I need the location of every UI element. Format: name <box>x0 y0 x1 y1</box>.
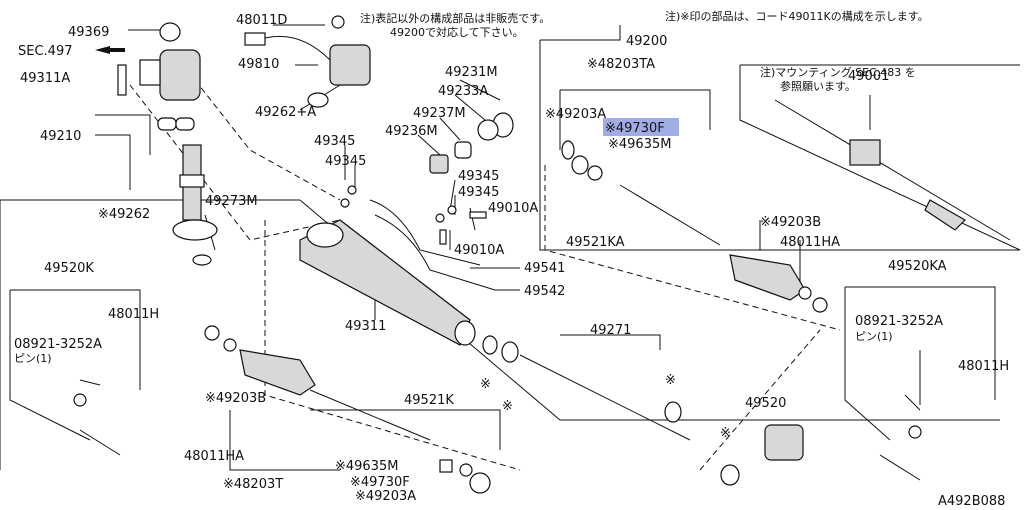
label-48011H-left: 48011H <box>108 307 159 322</box>
label-49273M: 49273M <box>205 194 258 209</box>
label-49730F-top: ※49730F <box>605 121 665 136</box>
note-top-center-2: 49200で対応して下さい。 <box>390 25 524 39</box>
frame-lines <box>0 24 1021 471</box>
label-48011HA-right: 48011HA <box>780 235 840 250</box>
label-49369: 49369 <box>68 25 109 40</box>
label-49311: 49311 <box>345 319 386 334</box>
label-49200: 49200 <box>626 34 667 49</box>
label-49203B-right: ※49203B <box>760 215 821 230</box>
label-49231M: 49231M <box>445 65 498 80</box>
label-49262s: ※49262 <box>98 207 150 222</box>
label-08921-right: 08921-3252A <box>855 314 943 329</box>
boot-left <box>239 349 316 396</box>
star-mark-2: ※ <box>502 399 513 414</box>
label-49520: 49520 <box>745 396 786 411</box>
label-49010A-a: 49010A <box>488 201 538 216</box>
label-48011D: 48011D <box>236 13 287 28</box>
label-49203B-left: ※49203B <box>205 391 266 406</box>
label-49520K: 49520K <box>44 261 94 276</box>
label-49635M-top: ※49635M <box>608 137 671 152</box>
diagram-code: A492B088 <box>938 494 1005 509</box>
label-49521KA: 49521KA <box>566 235 625 250</box>
labels: 49369 SEC.497 49311A 49210 ※49262 49273M… <box>14 9 1009 509</box>
label-pin-left: ピン(1) <box>14 352 52 365</box>
boot-right <box>729 254 806 301</box>
label-49311A: 49311A <box>20 71 70 86</box>
label-49810: 49810 <box>238 57 279 72</box>
label-49345-a: 49345 <box>314 134 355 149</box>
note-mounting-1: 注)マウンティング SEC.483 を <box>760 65 916 79</box>
bushing <box>764 424 804 461</box>
label-49521K: 49521K <box>404 393 454 408</box>
label-49237M: 49237M <box>413 106 466 121</box>
label-49262A: 49262+A <box>255 105 316 120</box>
label-49730F-bottom: ※49730F <box>350 475 410 490</box>
label-49345-b: 49345 <box>325 154 366 169</box>
label-49236M: 49236M <box>385 124 438 139</box>
label-49345-c: 49345 <box>458 169 499 184</box>
label-48203TA: ※48203TA <box>587 57 655 72</box>
note-mounting-2: 参照願います。 <box>780 79 856 93</box>
label-49001: 49001 <box>848 69 889 84</box>
label-48203T: ※48203T <box>223 477 283 492</box>
label-sec497: SEC.497 <box>18 44 73 59</box>
label-49233A: 49233A <box>438 84 488 99</box>
label-08921-left: 08921-3252A <box>14 337 102 352</box>
label-48011HA-left: 48011HA <box>184 449 244 464</box>
label-49541: 49541 <box>524 261 565 276</box>
label-49520KA: 49520KA <box>888 259 947 274</box>
label-49635M-bottom: ※49635M <box>335 459 398 474</box>
arrow-left-icon <box>95 46 125 54</box>
label-49542: 49542 <box>524 284 565 299</box>
label-49271: 49271 <box>590 323 631 338</box>
parts <box>73 15 1011 494</box>
label-49345-d: 49345 <box>458 185 499 200</box>
highlight-49730F <box>603 118 679 136</box>
label-48011H-right: 48011H <box>958 359 1009 374</box>
valve-housing <box>159 49 201 101</box>
label-49203A-top: ※49203A <box>545 107 606 122</box>
note-top-right: 注)※印の部品は、コード49011Kの構成を示します。 <box>665 9 929 23</box>
label-49203A-bottom: ※49203A <box>355 489 416 504</box>
star-mark-4: ※ <box>720 426 731 441</box>
star-mark-1: ※ <box>480 377 491 392</box>
label-49010A-b: 49010A <box>454 243 504 258</box>
label-pin-right: ピン(1) <box>855 330 893 343</box>
star-mark-3: ※ <box>665 373 676 388</box>
label-49210: 49210 <box>40 129 81 144</box>
note-top-center-1: 注)表記以外の構成部品は非販売です。 <box>360 11 550 25</box>
